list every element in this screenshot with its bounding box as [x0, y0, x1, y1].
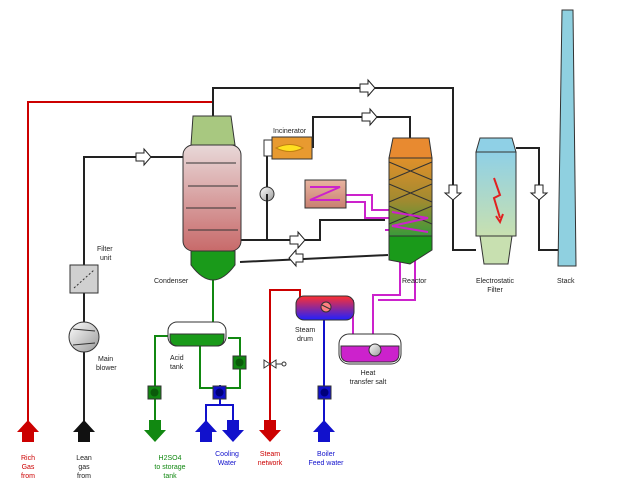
- top-gas-line: [212, 87, 454, 150]
- boiler-feed-water-label-line1: Boiler: [317, 451, 336, 458]
- filter-unit-label-line2: unit: [100, 255, 111, 262]
- acid-pump-left-icon: [147, 385, 162, 400]
- steam-network-label-line1: Steam: [260, 451, 280, 458]
- cooling-water-valve-icon: [212, 385, 227, 400]
- cooling-water-out-arrow-icon: [222, 420, 244, 442]
- condenser: [182, 115, 242, 281]
- heat-exchanger: [304, 179, 347, 209]
- rich-gas-label-line1: Rich: [21, 455, 35, 462]
- main-blower-label-line1: Main: [98, 356, 113, 363]
- boiler-feed-pump-icon: [317, 385, 332, 400]
- reactor-return-line: [239, 254, 389, 263]
- boiler-feed-arrow-icon: [313, 420, 335, 442]
- lean-gas-line: [83, 156, 186, 425]
- condenser-pump-icon: [259, 148, 275, 240]
- reactor-label: Reactor: [402, 278, 427, 285]
- lean-gas-label-line1: Lean: [76, 455, 92, 462]
- reactor-to-filter-line: [452, 150, 476, 251]
- lean-gas-arrow-icon: [73, 420, 95, 442]
- cooling-water-label-line1: Cooling: [215, 451, 239, 458]
- reactor: [388, 137, 433, 265]
- heat-transfer-salt-label-line1: Heat: [361, 370, 376, 377]
- heat-transfer-salt-tank: [338, 333, 402, 365]
- incinerator: [263, 136, 313, 160]
- heat-transfer-salt-label-line2: transfer salt: [350, 379, 387, 386]
- filter-unit: [69, 264, 99, 294]
- acid-pump-right-icon: [232, 355, 247, 370]
- condenser-label: Condenser: [154, 278, 189, 285]
- electrostatic-filter-label-line2: Filter: [487, 287, 503, 294]
- lean-gas-label-line2: gas: [78, 464, 90, 471]
- condenser-to-reactor-line: [240, 219, 385, 241]
- steam-drum: [295, 295, 355, 321]
- acid-to-storage-line: [154, 335, 174, 425]
- steam-network-label-line2: network: [258, 460, 283, 467]
- filter-unit-label-line1: Filter: [97, 246, 113, 253]
- stack: [557, 9, 577, 267]
- acid-tank: [167, 321, 227, 347]
- steam-arrow-icon: [259, 420, 281, 442]
- incinerator-label: Incinerator: [273, 128, 307, 135]
- steam-drum-label-line2: drum: [297, 336, 313, 343]
- stream-arrows: [17, 420, 335, 442]
- steam-valve-icon: [263, 359, 287, 369]
- acid-recirc-line: [199, 337, 241, 389]
- main-blower: [68, 321, 100, 353]
- acid-tank-label-line1: Acid: [170, 355, 184, 362]
- electrostatic-filter-label-line1: Electrostatic: [476, 278, 515, 285]
- acid-tank-label-line2: tank: [170, 364, 184, 371]
- stack-label: Stack: [557, 278, 575, 285]
- flow-arrows: [135, 78, 549, 268]
- boiler-feed-water-label-line2: Feed water: [308, 460, 344, 467]
- steam-drum-label-line1: Steam: [295, 327, 315, 334]
- main-blower-label-line2: blower: [96, 365, 117, 372]
- cooling-water-label-line2: Water: [218, 460, 237, 467]
- rich-gas-label-line3: from: [21, 473, 35, 480]
- h2so4-label-line1: H2SO4: [159, 455, 182, 462]
- h2so4-arrow-icon: [144, 420, 166, 442]
- cooling-water-in-arrow-icon: [195, 420, 217, 442]
- steam-line: [269, 289, 301, 425]
- rich-gas-label-line2: Gas: [22, 464, 35, 471]
- lean-gas-label-line3: from: [77, 473, 91, 480]
- h2so4-label-line3: tank: [163, 473, 177, 480]
- rich-gas-arrow-icon: [17, 420, 39, 442]
- electrostatic-filter: [475, 137, 517, 265]
- h2so4-label-line2: to storage: [154, 464, 185, 471]
